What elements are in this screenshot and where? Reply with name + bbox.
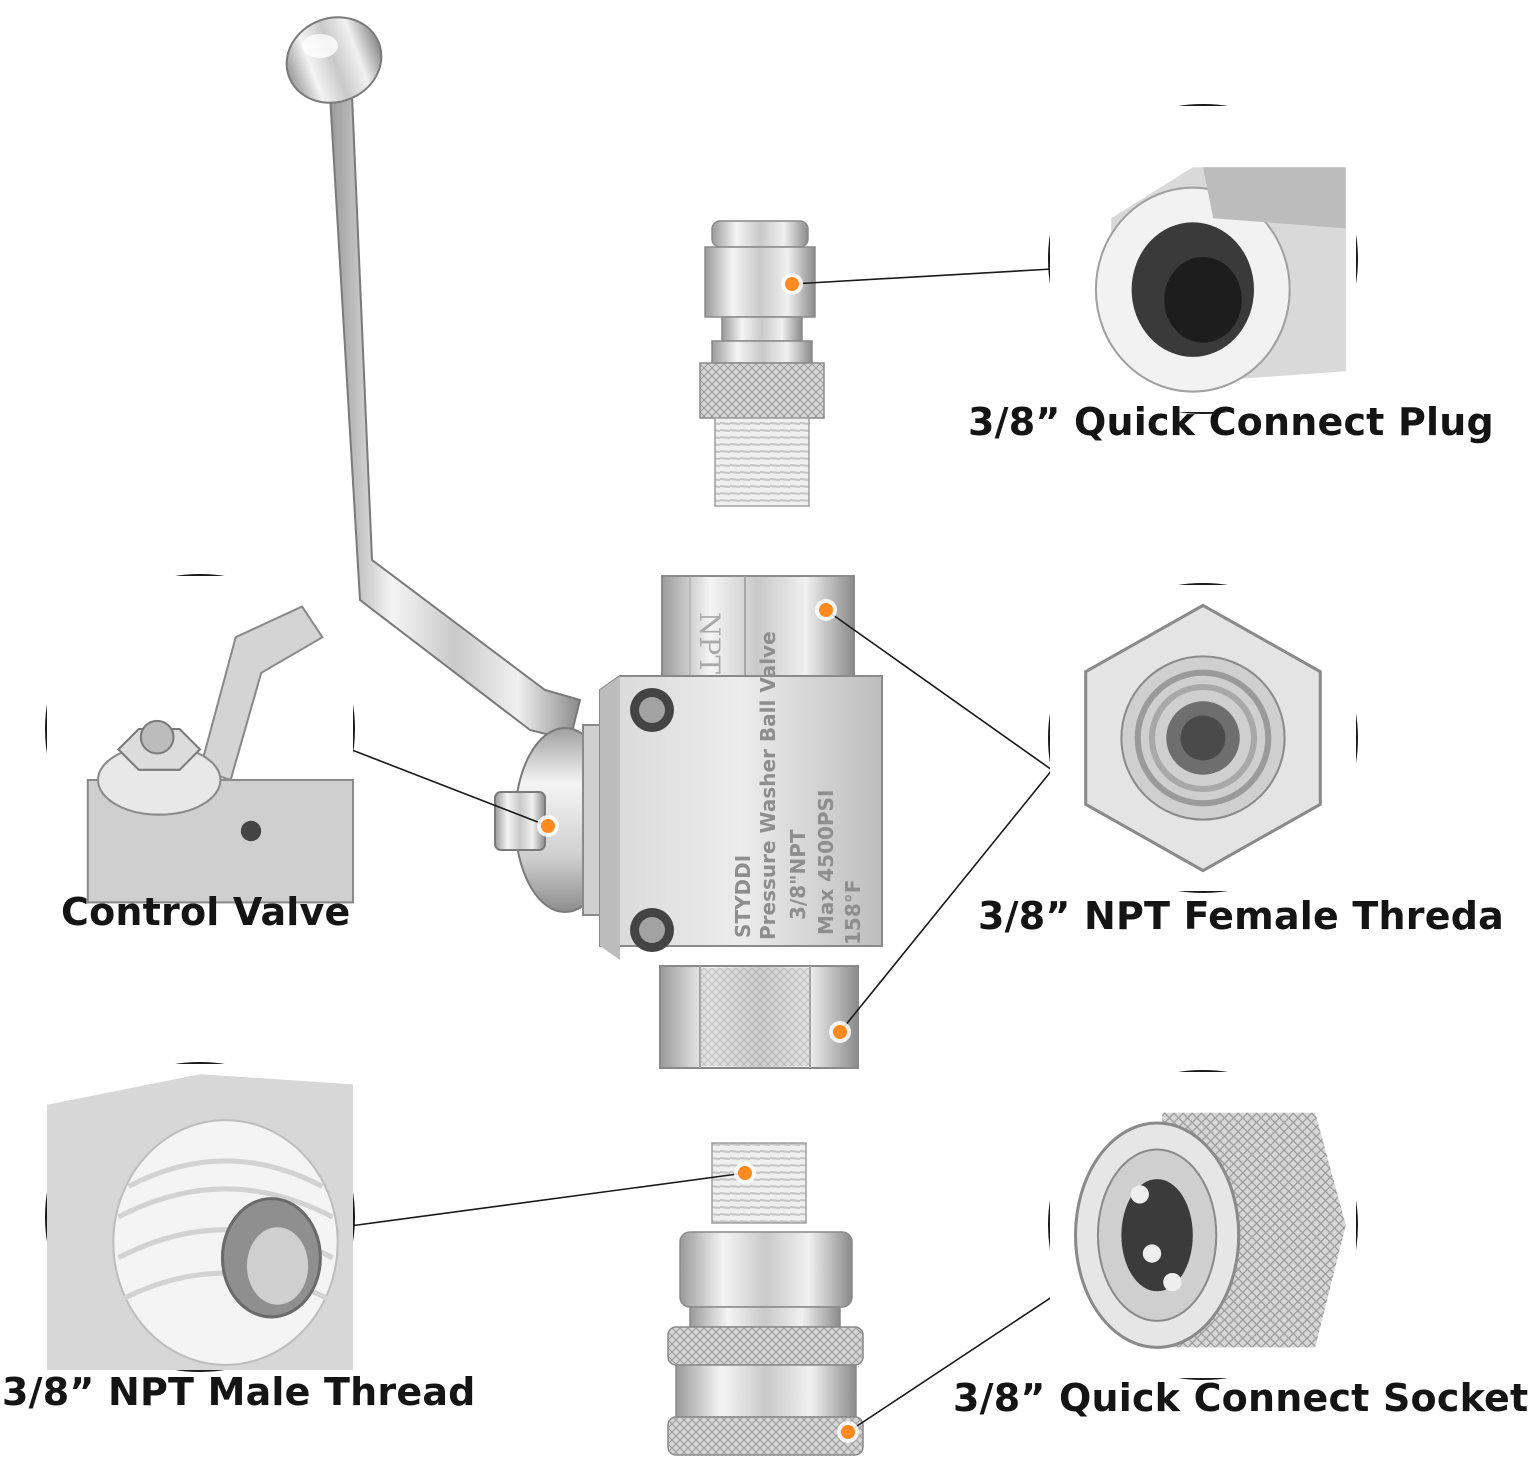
top-port-marker-dot bbox=[819, 603, 833, 617]
valve-marker-dot bbox=[541, 819, 555, 833]
temp-marking: 158°F bbox=[841, 880, 865, 945]
quick-connect-plug bbox=[699, 220, 825, 507]
bottom-port bbox=[659, 965, 859, 1069]
npt-marking: NPT bbox=[693, 612, 726, 674]
socket-detail-circle bbox=[1048, 1070, 1358, 1380]
plug-detail-circle bbox=[1048, 104, 1358, 414]
socket-label: 3/8” Quick Connect Socket bbox=[953, 1376, 1528, 1420]
bottom-port-marker-dot bbox=[833, 1025, 847, 1039]
top-port: NPT bbox=[661, 575, 855, 677]
male-thread-marker-dot bbox=[738, 1166, 752, 1180]
valve-detail-image bbox=[47, 576, 355, 904]
valve-body: STYDDI Pressure Washer Ball Valve 3/8"NP… bbox=[599, 631, 883, 960]
size-marking: 3/8"NPT bbox=[786, 829, 810, 920]
male-thread-label: 3/8” NPT Male Thread bbox=[2, 1370, 476, 1414]
plug-label: 3/8” Quick Connect Plug bbox=[968, 400, 1494, 444]
female-thread-label: 3/8” NPT Female Threda bbox=[978, 894, 1504, 938]
male-thread-detail-circle bbox=[45, 1062, 355, 1372]
control-valve-label: Control Valve bbox=[61, 890, 351, 934]
male-thread-detail-image bbox=[47, 1064, 353, 1370]
name-marking: Pressure Washer Ball Valve bbox=[756, 631, 780, 940]
pressure-marking: Max 4500PSI bbox=[814, 790, 838, 935]
plug-detail-image bbox=[1050, 106, 1356, 412]
plug-marker-dot bbox=[785, 277, 799, 291]
valve-detail-circle bbox=[45, 574, 355, 904]
socket-marker-dot bbox=[841, 1425, 855, 1439]
quick-connect-socket bbox=[667, 1142, 864, 1456]
socket-detail-image bbox=[1050, 1072, 1356, 1378]
valve-handle bbox=[285, 16, 582, 742]
leader-lines bbox=[349, 268, 1071, 1433]
female-thread-detail-image bbox=[1050, 585, 1356, 891]
brand-marking: STYDDI bbox=[731, 855, 755, 938]
female-thread-detail-circle bbox=[1048, 583, 1358, 893]
